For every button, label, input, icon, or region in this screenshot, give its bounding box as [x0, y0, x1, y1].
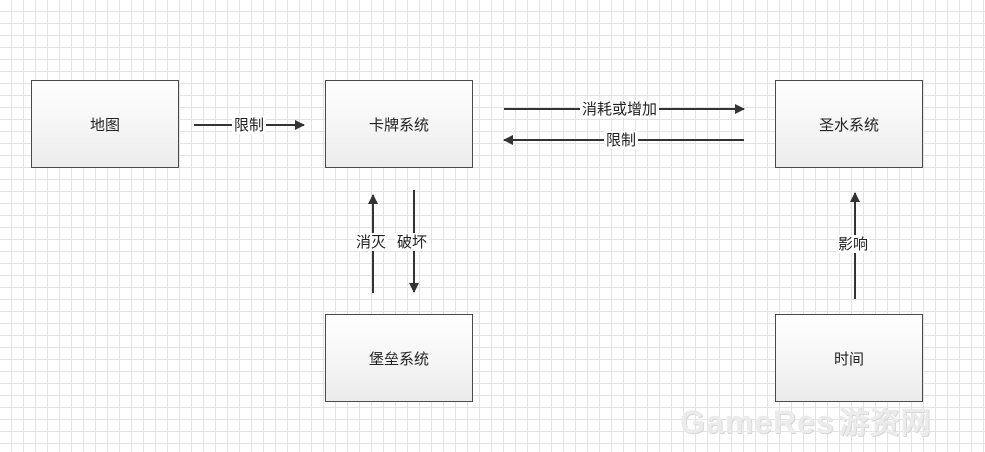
- edge-label-card-to-fortress: 破坏: [395, 233, 430, 251]
- node-time[interactable]: 时间: [775, 314, 923, 402]
- node-fortress-system-label: 堡垒系统: [368, 349, 429, 368]
- edge-label-map-to-card: 限制: [232, 116, 267, 134]
- node-map[interactable]: 地图: [31, 80, 179, 168]
- node-holy-water-system[interactable]: 圣水系统: [775, 80, 923, 168]
- edge-label-fortress-to-card: 消灭: [354, 233, 389, 251]
- node-time-label: 时间: [833, 349, 864, 368]
- node-fortress-system[interactable]: 堡垒系统: [325, 314, 473, 402]
- node-holy-water-system-label: 圣水系统: [818, 115, 879, 134]
- node-card-system[interactable]: 卡牌系统: [325, 80, 473, 168]
- watermark-cn: 游资网: [838, 407, 932, 440]
- watermark-latin: GameRes: [680, 404, 835, 440]
- edge-label-card-to-holy-water: 消耗或增加: [580, 100, 660, 118]
- node-map-label: 地图: [89, 115, 120, 134]
- edge-label-time-to-holy-water: 影响: [836, 235, 871, 253]
- node-card-system-label: 卡牌系统: [368, 115, 429, 134]
- edge-label-holy-water-to-card: 限制: [604, 131, 639, 149]
